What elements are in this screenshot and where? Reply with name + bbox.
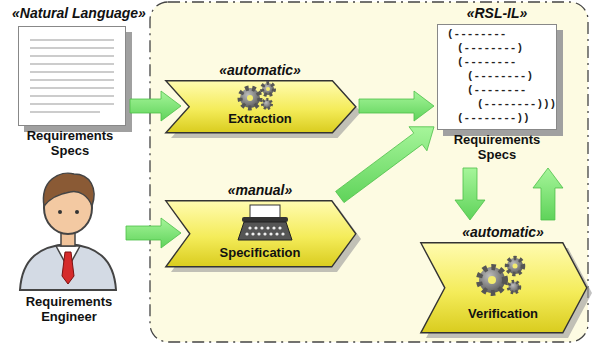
node-label: Extraction bbox=[190, 111, 330, 126]
process-chevron: «automatic» Verification bbox=[415, 222, 589, 338]
person-icon bbox=[20, 173, 116, 290]
node-label: Verification bbox=[440, 306, 566, 321]
process-chevron: «automatic» Extraction bbox=[160, 60, 365, 140]
code-line: (--------) bbox=[457, 42, 557, 55]
code-line: (--------)) bbox=[457, 112, 557, 125]
process-chevron: «manual» Specification bbox=[160, 180, 365, 272]
document-outline bbox=[19, 27, 126, 126]
boundary-region bbox=[150, 2, 588, 342]
chevron-outline bbox=[421, 243, 587, 333]
flow-arrow bbox=[359, 91, 434, 121]
stereotype-label: «RSL-IL» bbox=[437, 5, 557, 22]
flow-arrow bbox=[455, 168, 485, 220]
code-line: (-------- bbox=[467, 84, 567, 97]
document-shape bbox=[18, 26, 133, 133]
document-node: «Natural Language» Requirements Specs bbox=[4, 4, 154, 164]
stereotype-label: «Natural Language» bbox=[4, 5, 154, 22]
document-node: «RSL-IL»(--------(--------)(--------(---… bbox=[425, 4, 575, 166]
flow-arrow bbox=[130, 91, 181, 121]
code-line: (-------- bbox=[457, 56, 557, 69]
flow-arrow bbox=[336, 127, 434, 203]
chevron-shape bbox=[420, 242, 592, 339]
node-label: Specification bbox=[190, 245, 330, 260]
chevron-shape bbox=[165, 200, 362, 273]
stereotype-label: «automatic» bbox=[165, 62, 355, 79]
code-line: (--------) bbox=[467, 70, 567, 83]
stereotype-label: «automatic» bbox=[420, 224, 586, 241]
chevron-outline bbox=[166, 81, 356, 133]
node-label: Requirements Specs bbox=[20, 128, 120, 158]
node-label: Requirements Specs bbox=[437, 132, 557, 162]
flow-arrow bbox=[126, 218, 181, 248]
chevron-outline bbox=[166, 201, 356, 267]
actor-area bbox=[14, 170, 131, 297]
stereotype-label: «manual» bbox=[165, 182, 355, 199]
chevron-shape bbox=[165, 80, 362, 139]
actor-node: Requirements Engineer bbox=[4, 168, 144, 333]
code-line: (--------))) bbox=[477, 98, 577, 111]
node-label: Requirements Engineer bbox=[14, 294, 124, 324]
flow-arrow bbox=[533, 168, 563, 220]
code-line: (-------- bbox=[447, 28, 547, 41]
